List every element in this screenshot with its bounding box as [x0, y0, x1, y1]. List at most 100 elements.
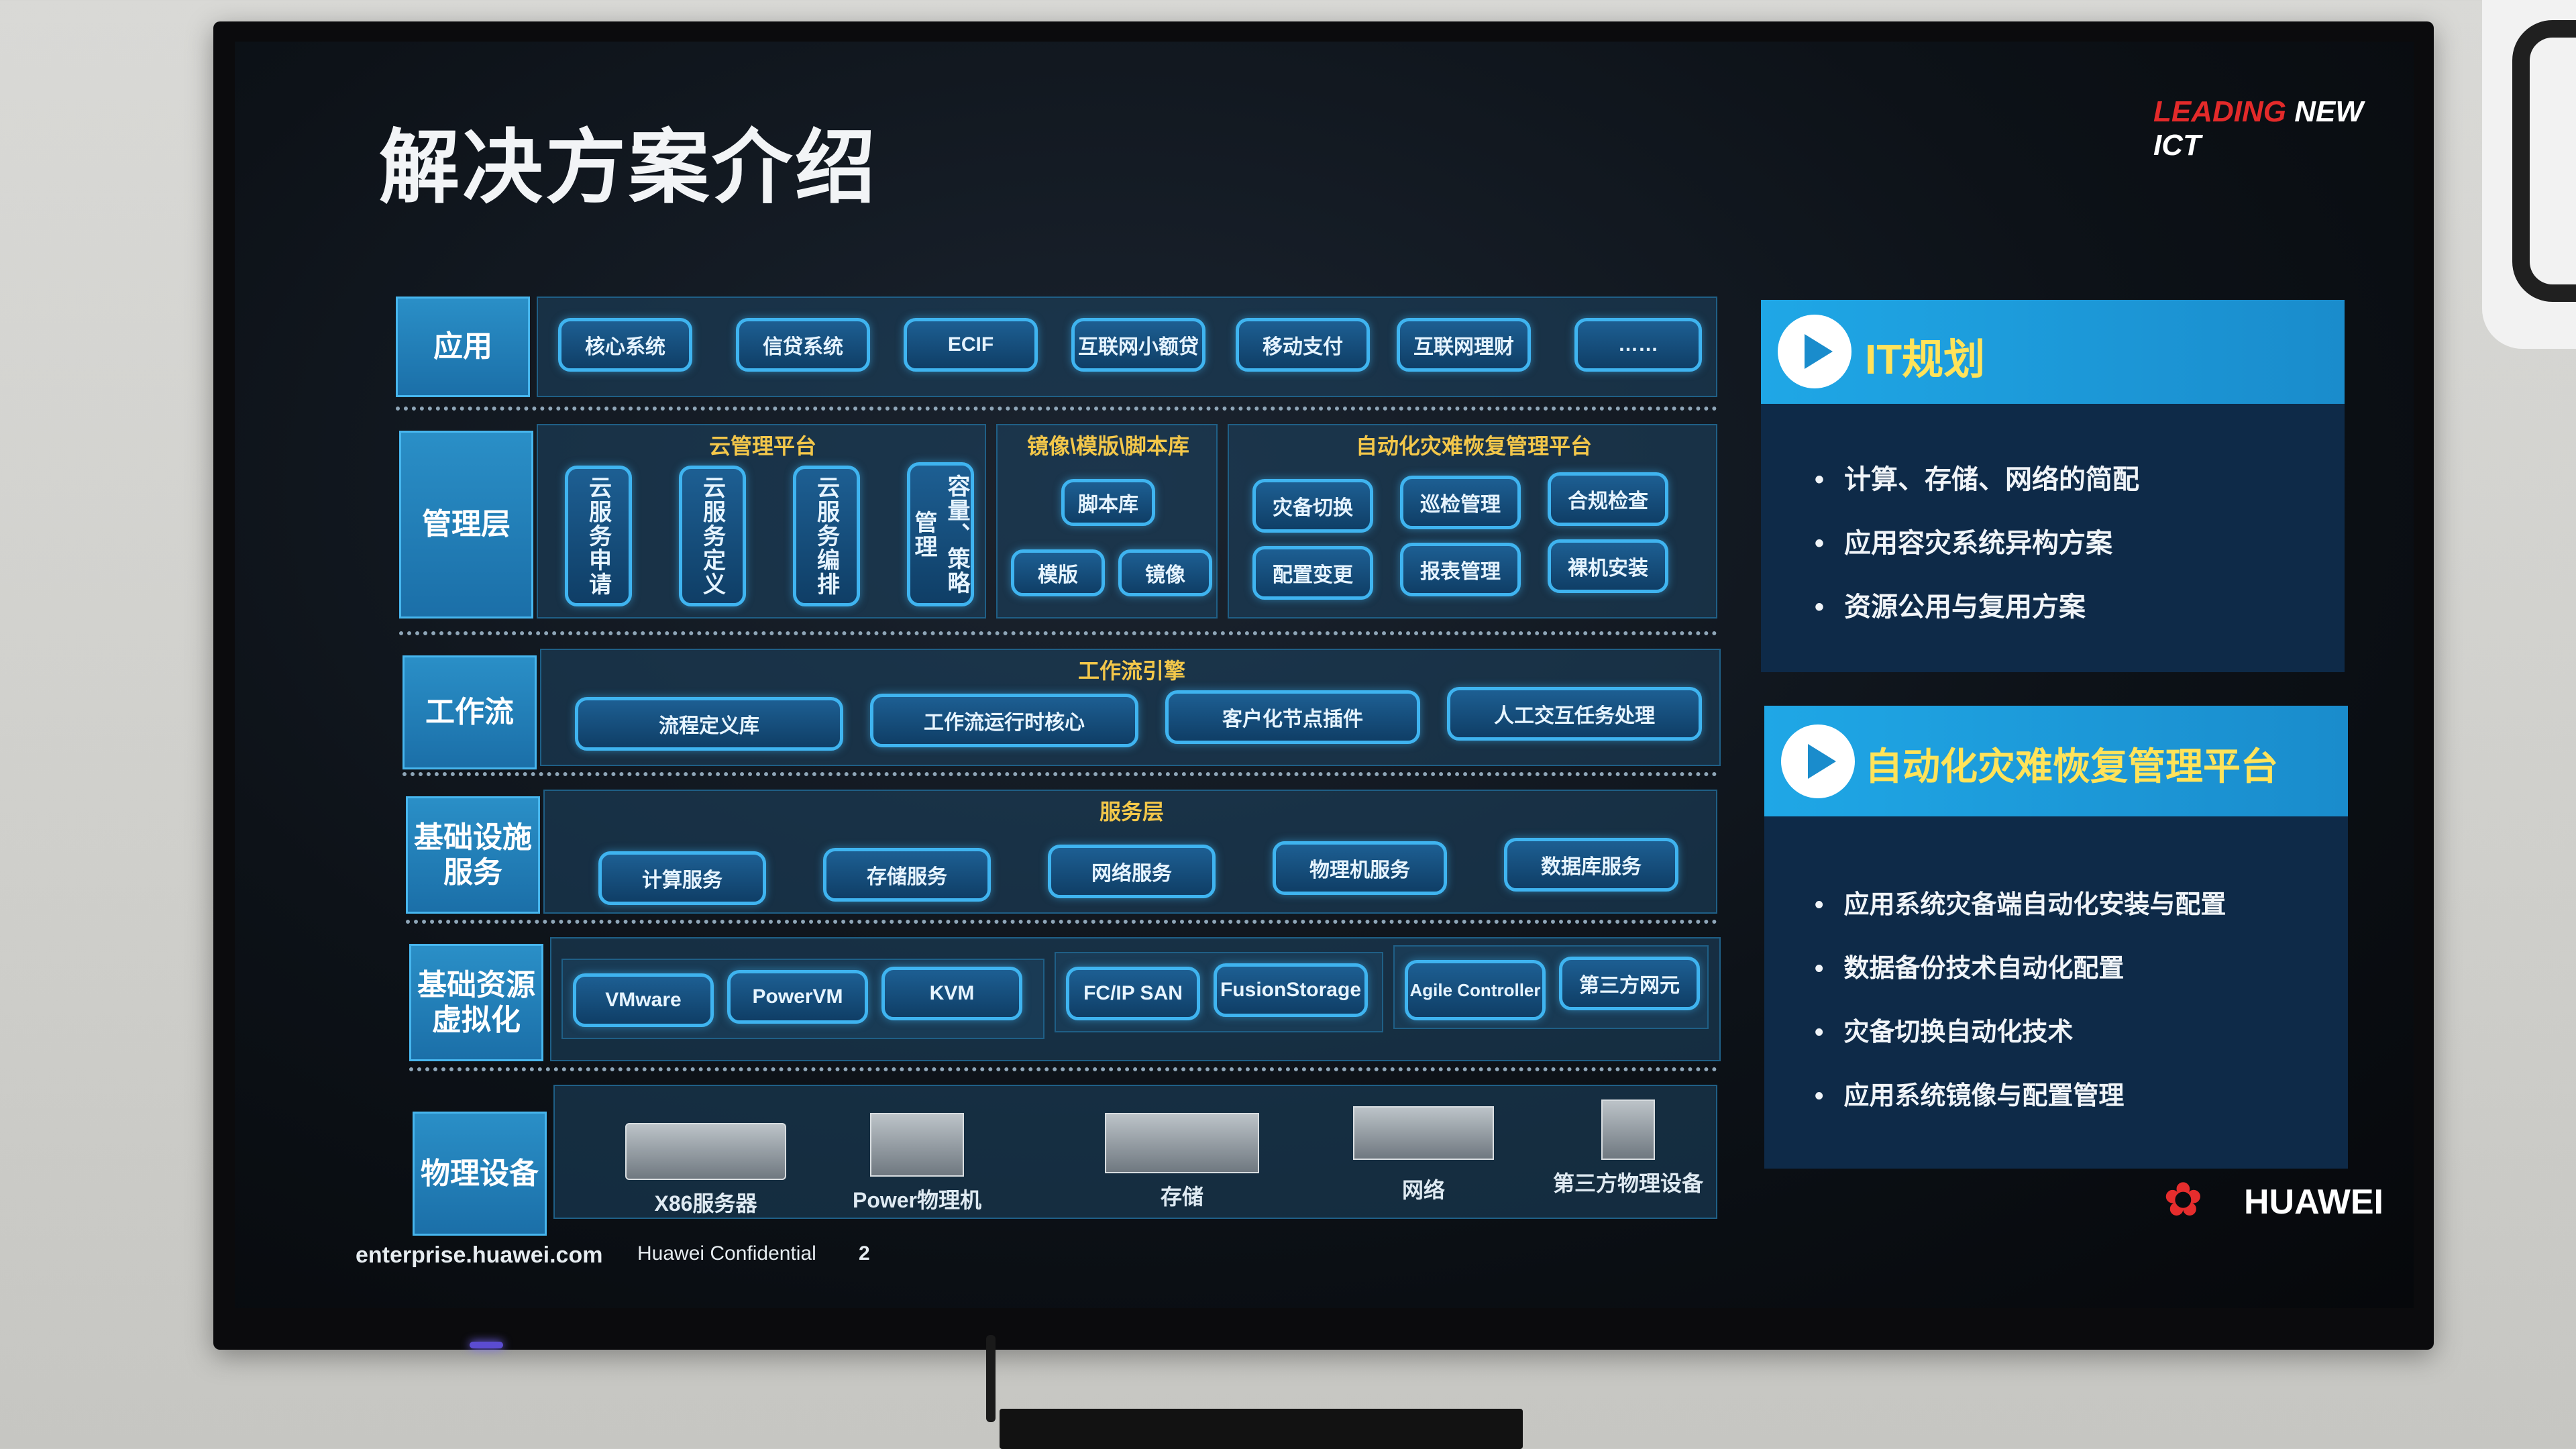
virt-item: 第三方网元	[1559, 957, 1700, 1010]
card-bullet: 应用系统镜像与配置管理	[1815, 1075, 2124, 1112]
workflow-engine-title: 工作流引擎	[1077, 659, 1185, 683]
infra-item: 物理机服务	[1273, 841, 1447, 895]
tv-stand	[1000, 1409, 1523, 1449]
dr-item: 配置变更	[1252, 546, 1373, 600]
card-title: 自动化灾难恢复管理平台	[1865, 745, 2278, 788]
virt-item: KVM	[881, 967, 1022, 1020]
dr-item: 灾备切换	[1252, 479, 1373, 533]
layer-management: 管理层 云管理平台 云服务申请 云服务定义 云服务编排 容量、策略管理 镜像\模…	[399, 424, 1717, 635]
tv-cable	[986, 1335, 996, 1422]
power-server-icon	[870, 1113, 964, 1177]
virt-item: VMware	[573, 973, 714, 1027]
hw-label: 网络	[1401, 1178, 1445, 1202]
cloud-item: 云服务编排	[793, 466, 860, 606]
layer-workflow: 工作流 工作流引擎 流程定义库 工作流运行时核心 客户化节点插件 人工交互任务处…	[402, 649, 1721, 776]
footer-confidential: Huawei Confidential	[637, 1242, 816, 1265]
card-header: IT规划	[1761, 300, 2345, 404]
card-header: 自动化灾难恢复管理平台	[1764, 706, 2348, 816]
layer-label: 基础设施服务	[406, 796, 540, 914]
virt-item: FC/IP SAN	[1066, 967, 1200, 1020]
layer-label: 管理层	[399, 431, 533, 619]
layer-label: 应用	[396, 297, 530, 397]
infra-item: 存储服务	[823, 848, 991, 902]
card-bullet: 灾备切换自动化技术	[1815, 1011, 2073, 1048]
virt-item: FusionStorage	[1214, 963, 1368, 1017]
card-bullet: 数据备份技术自动化配置	[1815, 947, 2124, 984]
app-item: 移动支付	[1236, 318, 1370, 372]
card-it-planning: IT规划 计算、存储、网络的简配 应用容灾系统异构方案 资源公用与复用方案	[1761, 300, 2345, 672]
layer-label: 基础资源虚拟化	[409, 944, 543, 1061]
card-title: IT规划	[1865, 337, 1986, 383]
app-item: ECIF	[904, 318, 1038, 372]
hw-label: 存储	[1160, 1185, 1203, 1209]
wall-sign-frame	[2512, 20, 2576, 302]
hw-label: 第三方物理设备	[1552, 1171, 1703, 1195]
virt-panel: VMware PowerVM KVM FC/IP SAN FusionStora…	[550, 937, 1721, 1061]
card-bullet: 资源公用与复用方案	[1815, 585, 2086, 624]
play-icon	[1781, 724, 1855, 798]
dr-platform-title: 自动化灾难恢复管理平台	[1355, 434, 1592, 458]
app-item: 信贷系统	[736, 318, 870, 372]
network-switch-icon	[1353, 1106, 1494, 1160]
workflow-item: 工作流运行时核心	[870, 694, 1138, 747]
footer-page-number: 2	[859, 1242, 870, 1265]
cloud-item: 云服务申请	[565, 466, 632, 606]
virt-item: PowerVM	[727, 970, 868, 1024]
app-item: ……	[1574, 318, 1702, 372]
layer-physical: 物理设备 X86服务器 Power物理机 存储 网络 第三方物理设备	[413, 1085, 1717, 1236]
huawei-logo-icon: ✿	[2163, 1173, 2203, 1226]
app-item: 互联网小额贷	[1071, 318, 1205, 372]
virt-storage-group: FC/IP SAN FusionStorage	[1055, 952, 1383, 1032]
dr-item: 合规检查	[1548, 472, 1668, 526]
layer-app: 应用 核心系统 信贷系统 ECIF 互联网小额贷 移动支付 互联网理财 ……	[396, 297, 1717, 411]
cloud-item: 容量、策略管理	[907, 462, 974, 606]
infra-item: 网络服务	[1048, 845, 1216, 898]
cloud-item: 云服务定义	[679, 466, 746, 606]
slide: 解决方案介绍 LEADING NEW ICT 应用 核心系统 信贷系统 ECIF…	[235, 42, 2414, 1308]
image-item: 脚本库	[1061, 479, 1155, 526]
app-item: 核心系统	[558, 318, 692, 372]
card-dr-platform: 自动化灾难恢复管理平台 应用系统灾备端自动化安装与配置 数据备份技术自动化配置 …	[1764, 706, 2348, 1169]
dr-item: 巡检管理	[1400, 476, 1521, 529]
workflow-item: 人工交互任务处理	[1447, 687, 1702, 741]
hw-label: Power物理机	[852, 1188, 982, 1212]
workflow-item: 客户化节点插件	[1165, 690, 1420, 744]
virt-compute-group: VMware PowerVM KVM	[561, 959, 1044, 1039]
layer-virtualization: 基础资源虚拟化 VMware PowerVM KVM FC/IP SAN Fus…	[409, 937, 1721, 1071]
brand-tagline: LEADING NEW ICT	[2153, 95, 2363, 162]
image-lib-panel: 镜像\模版\脚本库 脚本库 模版 镜像	[996, 424, 1218, 619]
card-bullet: 应用系统灾备端自动化安装与配置	[1815, 883, 2226, 920]
virt-network-group: Agile Controller 第三方网元	[1393, 945, 1709, 1029]
workflow-item: 流程定义库	[575, 697, 843, 751]
image-item: 镜像	[1118, 549, 1212, 596]
layer-label: 物理设备	[413, 1112, 547, 1236]
third-party-device-icon	[1601, 1099, 1655, 1160]
service-layer-title: 服务层	[1099, 800, 1164, 824]
workflow-panel: 工作流引擎 流程定义库 工作流运行时核心 客户化节点插件 人工交互任务处理	[540, 649, 1721, 766]
x86-server-icon	[625, 1123, 786, 1180]
power-led	[470, 1342, 503, 1348]
layer-label: 工作流	[402, 655, 537, 769]
infra-item: 计算服务	[598, 851, 766, 905]
physical-panel: X86服务器 Power物理机 存储 网络 第三方物理设备	[553, 1085, 1717, 1219]
image-item: 模版	[1011, 549, 1105, 596]
app-panel: 核心系统 信贷系统 ECIF 互联网小额贷 移动支付 互联网理财 ……	[537, 297, 1717, 397]
card-bullet: 应用容灾系统异构方案	[1815, 521, 2112, 560]
image-lib-title: 镜像\模版\脚本库	[1027, 434, 1189, 458]
huawei-logo-text: HUAWEI	[2244, 1183, 2383, 1222]
virt-item: Agile Controller	[1405, 960, 1546, 1020]
storage-icon	[1105, 1113, 1259, 1173]
layer-infra-services: 基础设施服务 服务层 计算服务 存储服务 网络服务 物理机服务 数据库服务	[406, 790, 1717, 924]
dr-item: 报表管理	[1400, 543, 1521, 596]
card-bullet: 计算、存储、网络的简配	[1815, 458, 2139, 496]
cloud-mgmt-title: 云管理平台	[708, 434, 816, 458]
infra-item: 数据库服务	[1504, 838, 1678, 892]
app-item: 互联网理财	[1397, 318, 1531, 372]
slide-title: 解决方案介绍	[379, 123, 878, 213]
play-icon	[1778, 315, 1851, 388]
dr-item: 裸机安装	[1548, 539, 1668, 593]
hw-label: X86服务器	[654, 1191, 757, 1216]
dr-platform-panel: 自动化灾难恢复管理平台 灾备切换 巡检管理 合规检查 配置变更 报表管理 裸机安…	[1228, 424, 1717, 619]
footer-site: enterprise.huawei.com	[356, 1242, 603, 1268]
cloud-mgmt-panel: 云管理平台 云服务申请 云服务定义 云服务编排 容量、策略管理	[537, 424, 986, 619]
